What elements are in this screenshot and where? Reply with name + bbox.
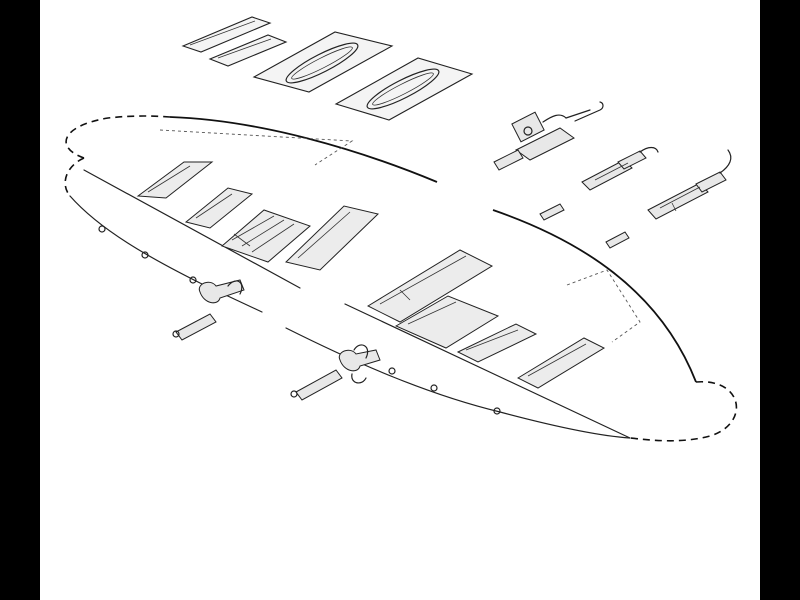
large-access-panel bbox=[252, 31, 394, 93]
small-access-plate bbox=[208, 34, 288, 67]
shell-casing bbox=[605, 231, 630, 249]
cannon-muzzle bbox=[172, 279, 245, 341]
wing-upper-surface bbox=[64, 115, 738, 442]
cannon-muzzle bbox=[290, 344, 381, 401]
large-access-panel bbox=[334, 57, 474, 121]
shell-casing bbox=[539, 203, 565, 221]
cannon-breech bbox=[493, 101, 604, 171]
small-access-plate bbox=[181, 16, 272, 53]
cannon-barrel bbox=[581, 146, 659, 191]
cannon-barrel bbox=[647, 149, 732, 220]
